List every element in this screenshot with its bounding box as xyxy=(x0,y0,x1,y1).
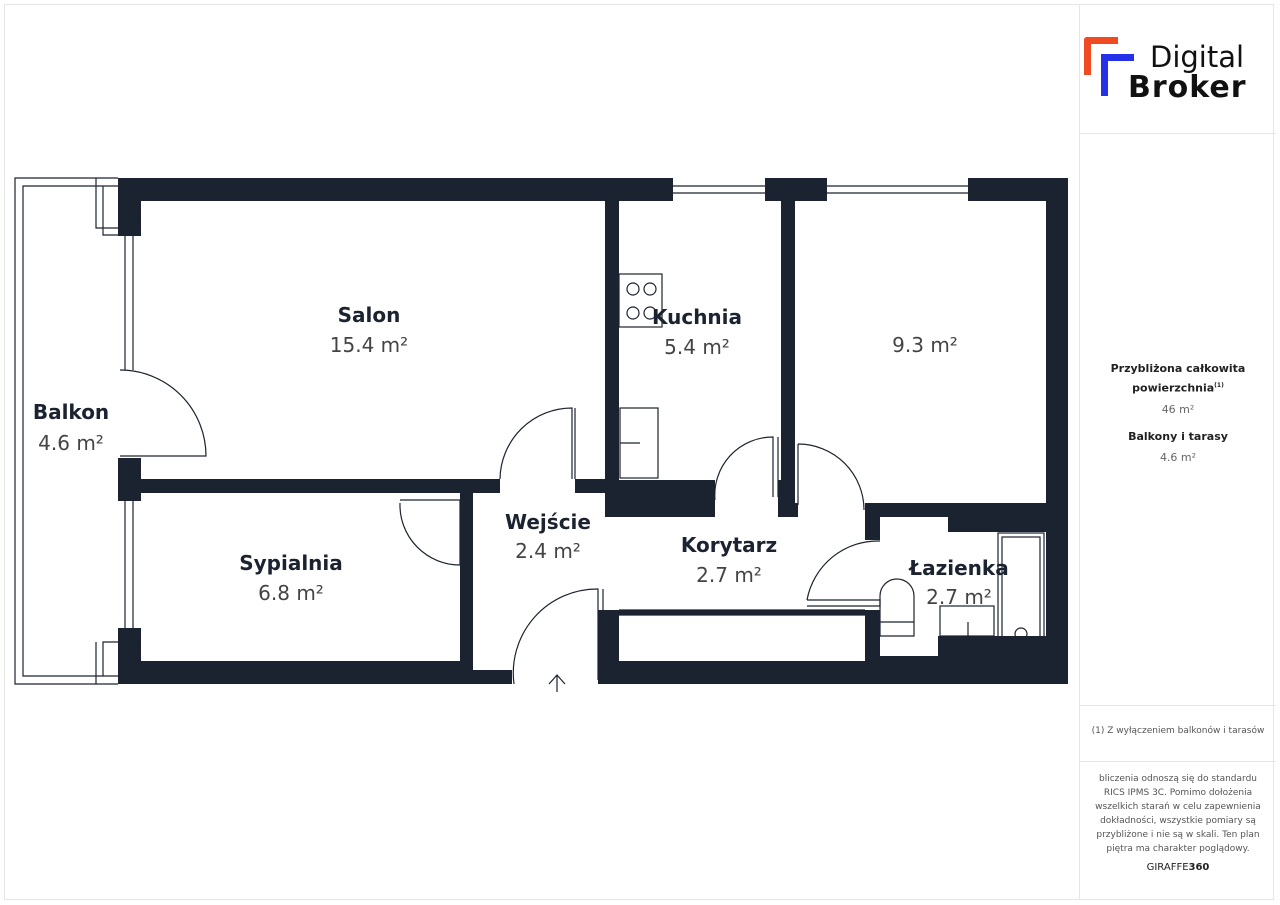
room-area: 2.7 m² xyxy=(926,585,992,609)
room-area: 5.4 m² xyxy=(664,335,730,359)
wardrobe-floor xyxy=(619,615,865,661)
wardrobe xyxy=(619,609,865,616)
room-area: 15.4 m² xyxy=(330,333,408,357)
digital-broker-logo: Digital Broker xyxy=(1080,4,1276,134)
salon-floor xyxy=(141,201,605,479)
area-summary: Przybliżona całkowita powierzchnia(1) 46 … xyxy=(1080,360,1276,476)
room-name: Sypialnia xyxy=(239,551,343,575)
total-label-2: powierzchnia xyxy=(1132,381,1215,395)
bathroom-sink xyxy=(939,605,995,637)
balcony-door-gap xyxy=(118,370,141,458)
logo-text-line1: Digital xyxy=(1150,40,1245,74)
room-name: Korytarz xyxy=(681,533,777,557)
room-93-floor xyxy=(795,201,1046,503)
door-arc-room xyxy=(797,443,865,511)
window-top-room xyxy=(827,178,968,201)
window-left-bedroom xyxy=(118,501,141,628)
room-area: 9.3 m² xyxy=(892,333,958,357)
balcony-outline xyxy=(14,177,118,685)
stove xyxy=(618,273,663,328)
lazienka-floor xyxy=(880,532,1046,636)
door-arc-balcony xyxy=(119,369,207,457)
total-label: Przybliżona całkowita xyxy=(1110,362,1246,375)
floor-plan: Salon 15.4 m² Kuchnia 5.4 m² 9.3 m² Balk… xyxy=(14,177,1068,692)
room-labels: Salon 15.4 m² Kuchnia 5.4 m² 9.3 m² Balk… xyxy=(33,303,1009,609)
credit-a: GIRAFFE xyxy=(1146,862,1189,873)
page-frame xyxy=(4,4,1274,900)
room-name: Salon xyxy=(338,303,401,327)
credit-b: 360 xyxy=(1188,862,1210,873)
kuchnia-floor xyxy=(619,201,781,480)
toilet xyxy=(879,578,915,637)
info-panel: Digital Broker Przybliżona całkowita powi… xyxy=(1079,4,1276,900)
room-name: Kuchnia xyxy=(652,305,742,329)
entrance-arrow-icon xyxy=(548,674,566,692)
door-arc-kitchen xyxy=(714,436,779,501)
door-arc-bedroom xyxy=(399,499,461,566)
disclaimer: bliczenia odnoszą się do standardu RICS … xyxy=(1095,774,1261,854)
room-name: Wejście xyxy=(505,510,591,534)
room-area: 2.4 m² xyxy=(515,539,581,563)
room-interiors xyxy=(118,178,1046,685)
logo-mark-orange-icon xyxy=(1084,37,1118,75)
balcony-value: 4.6 m² xyxy=(1159,450,1197,464)
room-area: 4.6 m² xyxy=(38,431,104,455)
footnote: (1) Z wyłączeniem balkonów i tarasów xyxy=(1080,705,1276,762)
giraffe360-credit: GIRAFFE360 xyxy=(1080,862,1276,873)
room-name: Łazienka xyxy=(908,556,1008,580)
window-left-salon xyxy=(118,236,141,370)
total-value: 46 m² xyxy=(1161,402,1195,416)
logo-text-line2: Broker xyxy=(1128,70,1247,105)
balcony-label: Balkony i tarasy xyxy=(1128,429,1228,443)
door-arc-entrance xyxy=(512,588,604,685)
room-area: 6.8 m² xyxy=(258,581,324,605)
logo-mark-blue-icon xyxy=(1101,54,1134,96)
room-name: Balkon xyxy=(33,400,109,424)
door-arc-salon xyxy=(499,407,576,480)
room-area: 2.7 m² xyxy=(696,563,762,587)
footnote-ref: (1) xyxy=(1214,382,1224,389)
window-top-kitchen xyxy=(673,178,765,201)
